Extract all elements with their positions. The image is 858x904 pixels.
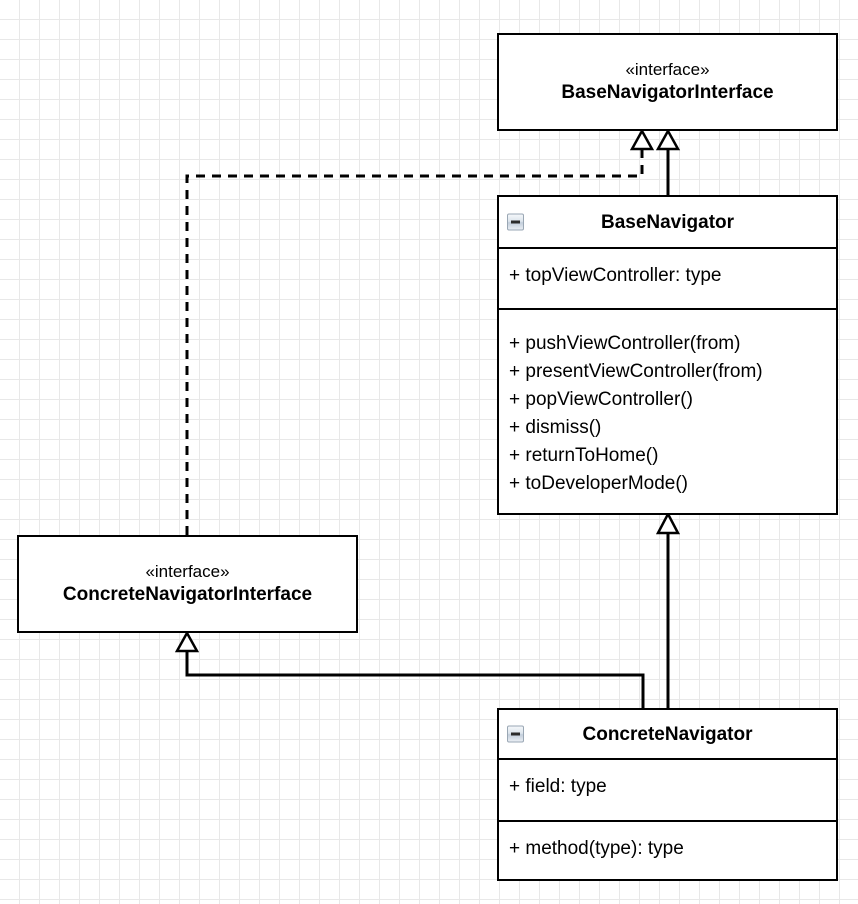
operation-row: + method(type): type [509, 838, 684, 859]
interface-header-concrete-navigator-interface: «interface» ConcreteNavigatorInterface [19, 537, 356, 631]
class-name-label: ConcreteNavigatorInterface [62, 584, 313, 605]
operation-row: + pushViewController(from) [509, 333, 741, 354]
operation-row: + popViewController() [509, 389, 693, 410]
attributes-compartment-concrete-navigator: + field: type [499, 758, 836, 820]
minus-icon-bar [511, 220, 520, 224]
class-header-concrete-navigator: ConcreteNavigator [499, 710, 836, 758]
generalization-edge-base-navigator-to-base-interface [655, 128, 681, 195]
stereotype-label: «interface» [625, 60, 710, 79]
minus-icon[interactable] [507, 213, 524, 231]
generalization-edge-concrete-navigator-to-concrete-interface [174, 630, 645, 708]
operation-row: + returnToHome() [509, 445, 659, 466]
operations-compartment-base-navigator: + pushViewController(from) + presentView… [499, 308, 836, 513]
class-name-label: BaseNavigatorInterface [561, 82, 774, 103]
minus-icon-bar [511, 732, 520, 736]
operation-row: + toDeveloperMode() [509, 473, 689, 494]
interface-header-base-navigator-interface: «interface» BaseNavigatorInterface [499, 35, 836, 129]
stereotype-label: «interface» [145, 562, 230, 581]
generalization-edge-concrete-navigator-to-base-navigator [655, 511, 681, 708]
operation-row: + dismiss() [509, 417, 602, 438]
class-box-base-navigator[interactable]: BaseNavigator + topViewController: type … [497, 195, 838, 515]
class-header-base-navigator: BaseNavigator [499, 197, 836, 247]
minus-icon[interactable] [507, 725, 524, 743]
attribute-row: + topViewController: type [509, 265, 722, 286]
class-name-label: BaseNavigator [600, 211, 735, 233]
operation-row: + presentViewController(from) [509, 361, 763, 382]
class-name-label: ConcreteNavigator [582, 723, 753, 745]
class-box-base-navigator-interface[interactable]: «interface» BaseNavigatorInterface [497, 33, 838, 131]
attributes-compartment-base-navigator: + topViewController: type [499, 247, 836, 308]
operations-compartment-concrete-navigator: + method(type): type [499, 820, 836, 879]
class-box-concrete-navigator[interactable]: ConcreteNavigator + field: type + method… [497, 708, 838, 881]
attribute-row: + field: type [509, 776, 607, 797]
class-box-concrete-navigator-interface[interactable]: «interface» ConcreteNavigatorInterface [17, 535, 358, 633]
